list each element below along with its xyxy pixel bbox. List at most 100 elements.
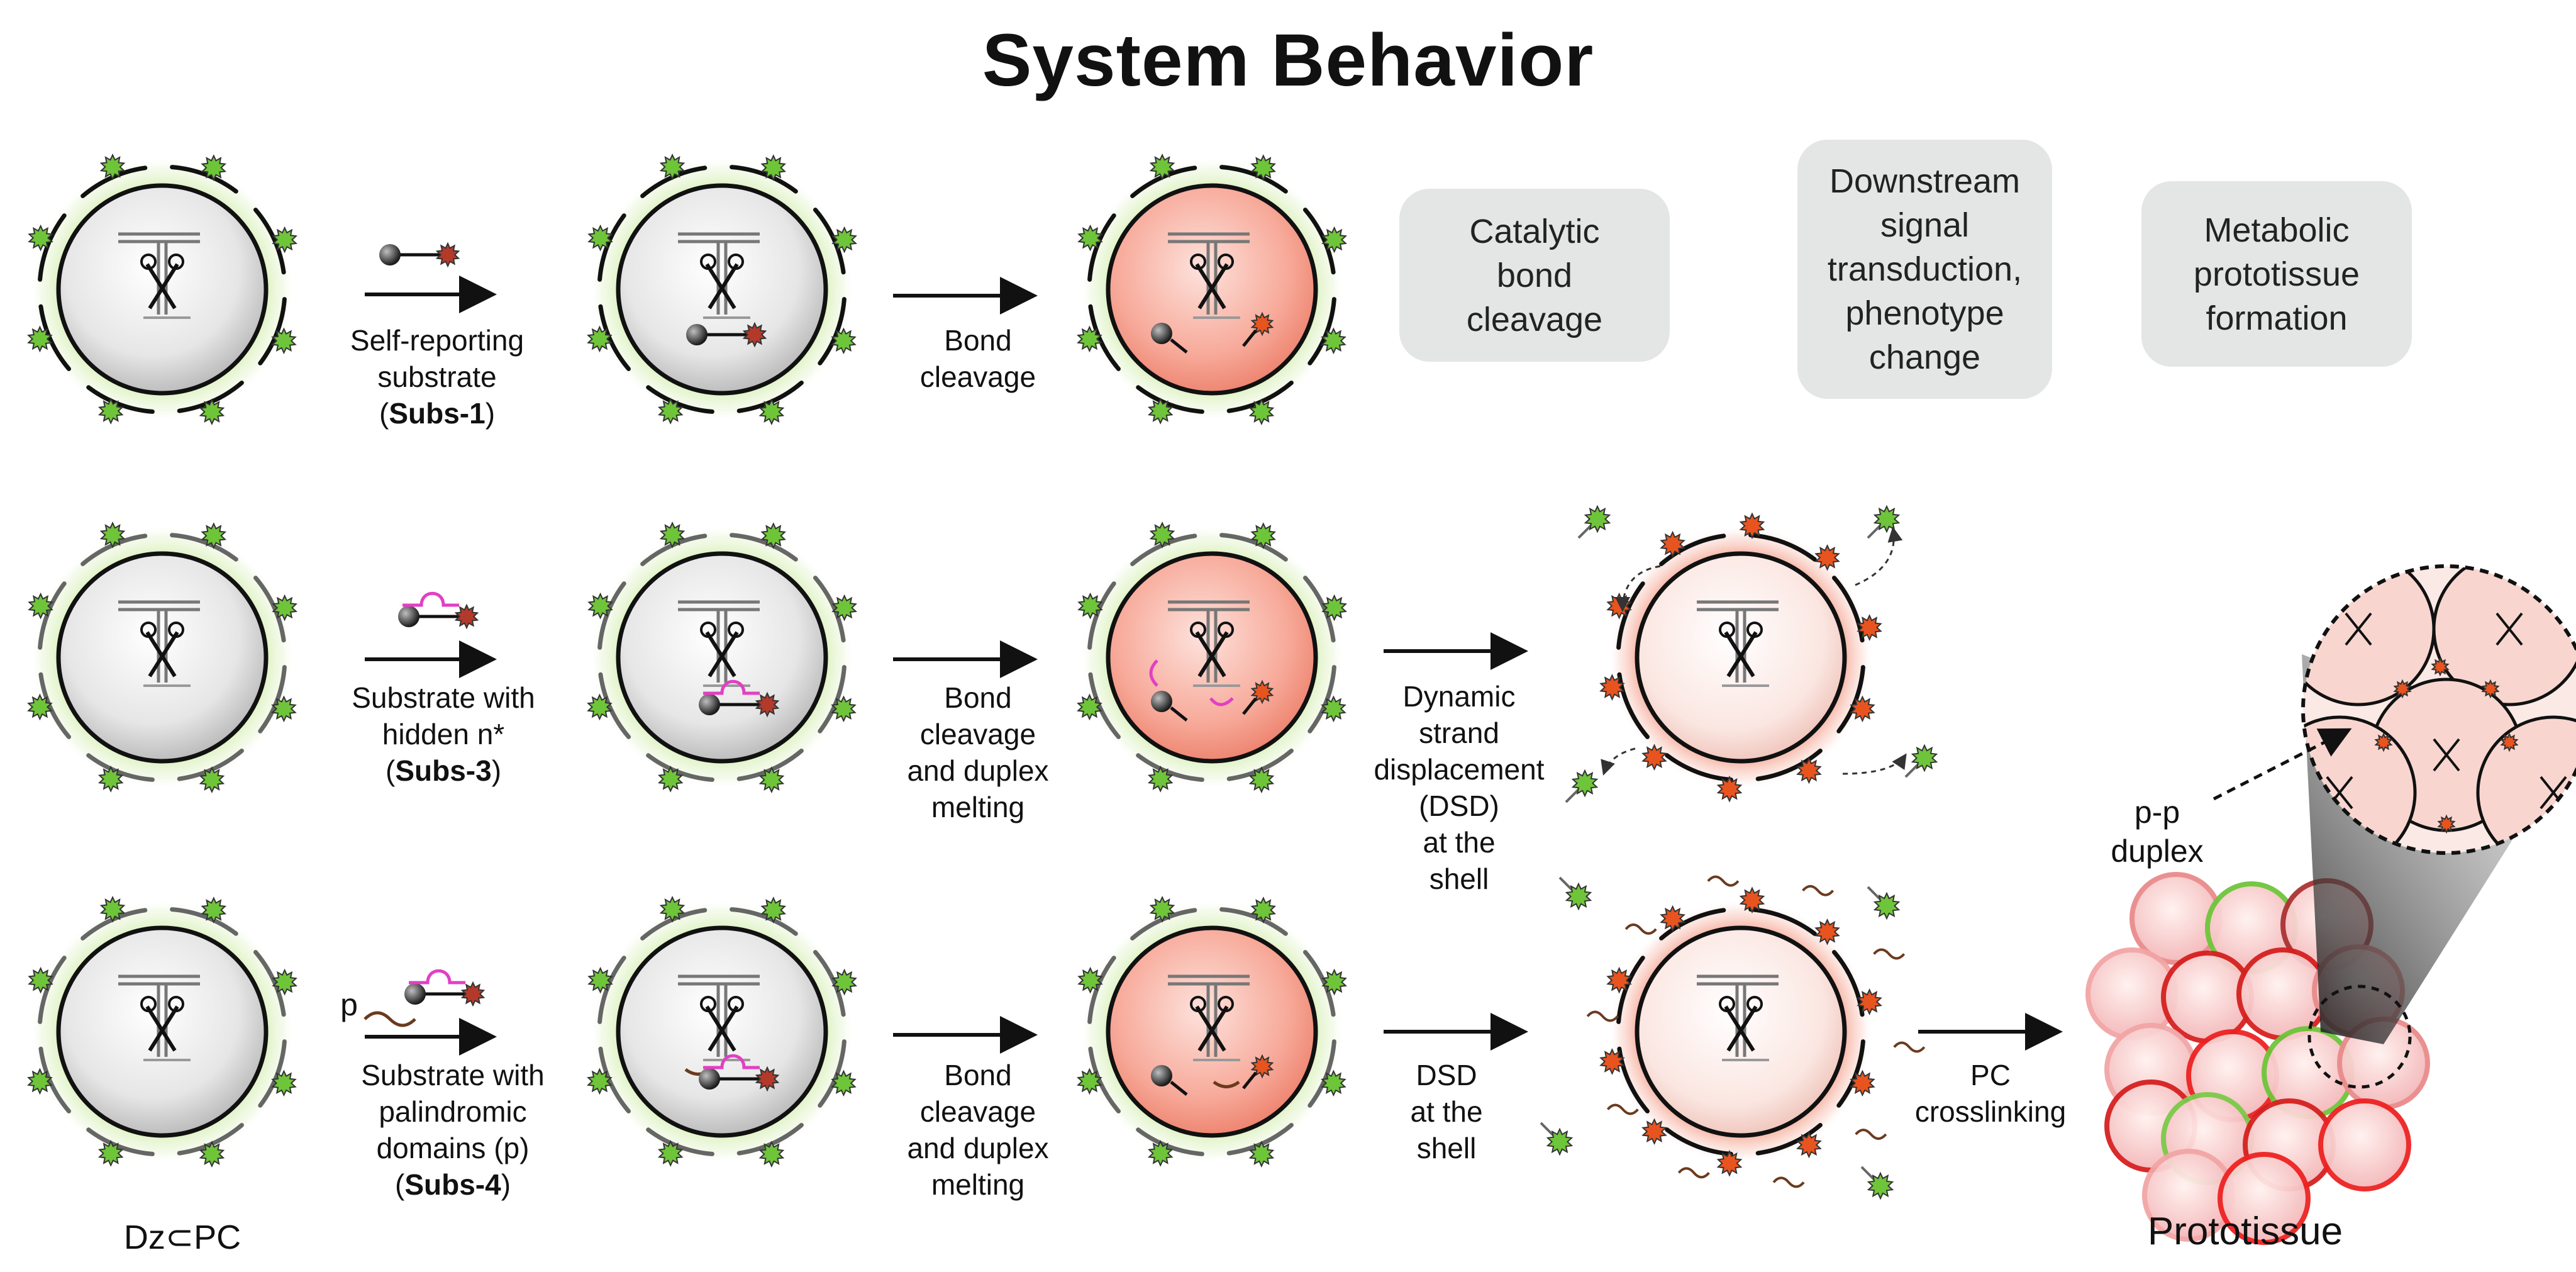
star-label-icon	[28, 224, 53, 252]
star-label-icon	[2431, 657, 2450, 677]
scissors-icon	[728, 622, 744, 638]
star-label-icon	[1321, 1069, 1346, 1097]
subs1-icon	[379, 242, 460, 268]
subs3-line2: hidden n*	[382, 718, 505, 750]
star-label-icon	[1796, 1131, 1822, 1159]
metabolic-line2: prototissue	[2193, 255, 2360, 293]
scissors-icon	[168, 254, 184, 270]
star-label-icon	[587, 325, 613, 353]
shell-segment	[170, 165, 238, 194]
star-label-icon	[2374, 732, 2393, 752]
shell-segment	[598, 672, 631, 739]
scissors-icon	[1746, 622, 1763, 638]
star-label-icon	[1660, 905, 1685, 932]
star-label-icon	[1599, 1048, 1625, 1075]
scissors-icon	[700, 254, 716, 270]
star-label-icon	[831, 226, 857, 254]
row1-step-label: Bond cleavage	[893, 322, 1063, 395]
star-label-icon	[271, 695, 297, 723]
subs3-icon	[398, 591, 479, 630]
star-label-icon	[1641, 1118, 1667, 1146]
scissors-icon	[700, 622, 716, 638]
star-label-icon	[1250, 522, 1277, 549]
protocell-r2-c3	[1077, 522, 1347, 793]
row2-step-line3: and duplex	[907, 754, 1049, 787]
star-label-icon	[272, 594, 297, 622]
shell-segment	[1088, 304, 1121, 371]
quencher-ball	[1151, 323, 1172, 344]
star-label-icon	[755, 691, 780, 718]
subs4-name-bold: Subs-4	[404, 1168, 501, 1201]
scissors-icon	[2496, 612, 2523, 646]
scissors-icon	[1197, 263, 1229, 310]
star-label-icon	[1321, 327, 1346, 355]
shell-segment	[1303, 208, 1336, 275]
scissors-icon	[705, 263, 736, 310]
star-label-icon	[760, 522, 787, 549]
protocell-r2-c2	[587, 522, 857, 793]
scissors-icon	[1195, 631, 1226, 678]
scissors-icon	[708, 1005, 739, 1052]
subset-symbol: ⊂	[165, 1219, 194, 1256]
shell-segment	[1303, 576, 1336, 643]
scissors-icon	[705, 631, 736, 678]
star-label-icon	[1250, 154, 1277, 181]
scissors-icon	[2433, 738, 2460, 772]
p-label: p	[340, 987, 358, 1022]
subs3-name-bold: Subs-3	[395, 754, 492, 787]
shell-segment	[86, 385, 155, 414]
scissors-icon	[1190, 996, 1206, 1012]
palindromic-strand	[1586, 1010, 1619, 1022]
shell-segment	[38, 672, 71, 739]
star-label-icon	[27, 693, 53, 721]
palindromic-strand	[364, 1011, 416, 1027]
star-label-icon	[454, 603, 479, 630]
subs3-label: Substrate with hidden n* (Subs-3)	[327, 679, 560, 789]
star-label-icon	[199, 398, 225, 425]
star-label-icon	[1716, 775, 1743, 803]
pp-line1: p-p	[2134, 795, 2180, 830]
dsd-line3: displacement	[1374, 753, 1545, 786]
shell-segment	[1088, 1046, 1121, 1113]
scissors-icon	[145, 1005, 177, 1052]
quencher-ball	[686, 324, 708, 345]
star-label-icon	[1147, 398, 1174, 425]
palindromic-strand	[1893, 1041, 1926, 1053]
quencher-ball	[1151, 1065, 1172, 1086]
subs4-icon	[364, 969, 486, 1027]
downstream-line2: signal	[1880, 206, 1970, 244]
pp-duplex-arrow	[2212, 728, 2352, 801]
scissors-icon	[728, 996, 744, 1012]
star-label-icon	[97, 1140, 124, 1167]
scissors-icon	[1719, 996, 1735, 1012]
metabolic-line1: Metabolic	[2204, 211, 2350, 249]
shell-segment	[730, 533, 798, 562]
scissors-icon	[1746, 996, 1763, 1012]
star-label-icon	[587, 224, 613, 252]
scissors-icon	[1218, 996, 1234, 1012]
scissors-icon	[148, 1005, 179, 1052]
catalytic-line3: cleavage	[1466, 300, 1603, 338]
star-label-icon	[1149, 153, 1175, 181]
scissors-icon	[1197, 631, 1229, 678]
scissors-icon	[1190, 622, 1206, 638]
row3-step-line2: cleavage	[919, 1095, 1036, 1128]
release-arrow	[1855, 527, 1903, 586]
star-label-icon	[1248, 1141, 1275, 1168]
row1-step-line1: Bond	[944, 324, 1012, 357]
subs3-name: (Subs-3)	[385, 754, 502, 787]
shell-segment	[1659, 533, 1726, 566]
star-label-icon	[659, 896, 686, 923]
scissors-icon	[700, 996, 716, 1012]
star-label-icon	[1796, 757, 1822, 784]
star-label-icon	[201, 522, 227, 549]
quencher-ball	[699, 1068, 720, 1090]
protocell-r3-c3	[1077, 896, 1347, 1168]
quencher-ball	[379, 244, 401, 265]
shell-segment	[1136, 1127, 1204, 1156]
scissors-icon	[168, 996, 184, 1012]
row3-step-line1: Bond	[944, 1059, 1012, 1091]
shell-segment	[253, 950, 286, 1017]
